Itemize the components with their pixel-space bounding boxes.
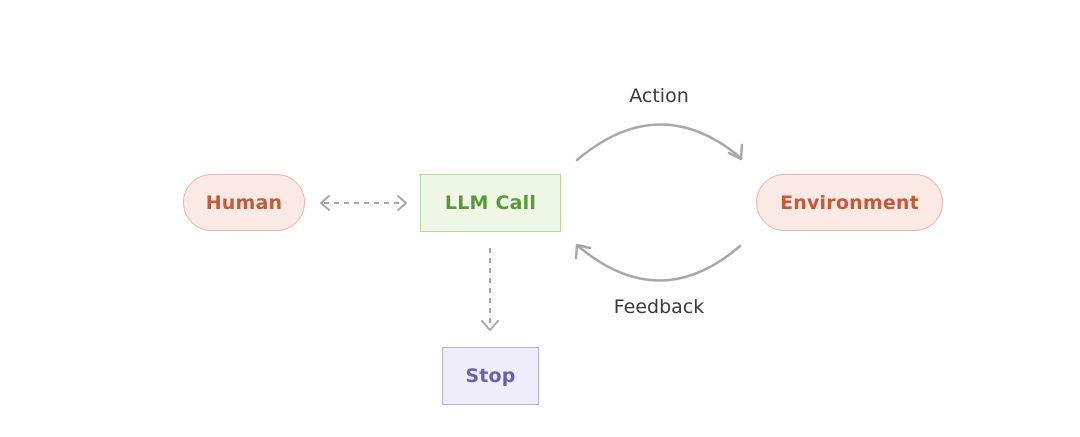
action-edge [575,123,744,162]
environment-node-label: Environment [780,191,919,214]
llm-call-node: LLM Call [420,174,561,232]
action-label: Action [629,85,689,107]
llm-stop-edge [481,248,499,331]
human-llm-edge [320,195,407,211]
human-node-label: Human [205,191,283,214]
human-node: Human [183,174,305,231]
feedback-edge [574,243,742,282]
stop-node: Stop [442,347,539,405]
stop-node-label: Stop [465,365,516,387]
feedback-label: Feedback [613,296,705,318]
llm-call-node-label: LLM Call [444,192,537,214]
environment-node: Environment [756,174,943,231]
